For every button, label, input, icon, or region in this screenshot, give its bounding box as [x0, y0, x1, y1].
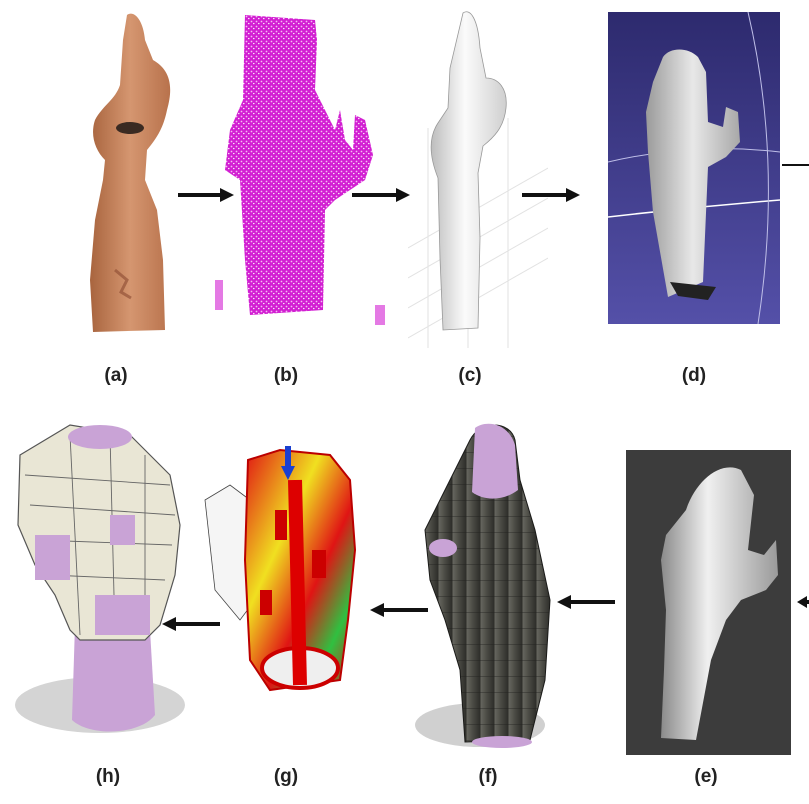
panel-b-point-cloud [215, 10, 390, 335]
arrow-e-to-f [555, 592, 617, 612]
panel-e-smooth-render [626, 450, 791, 755]
label-g: (g) [256, 766, 316, 788]
label-d: (d) [664, 365, 724, 387]
panel-d-mesh-viewer [608, 12, 780, 324]
arrow-d-continuation [782, 160, 809, 170]
label-c: (c) [440, 365, 500, 387]
panel-f-shell-model [410, 420, 580, 760]
panel-h-orthosis-assembled [10, 415, 210, 755]
panel-a-photo-forearm [75, 10, 190, 340]
label-e: (e) [676, 766, 736, 788]
arrow-c-to-d [520, 185, 582, 205]
panel-c-white-mesh [408, 8, 548, 348]
label-b: (b) [256, 365, 316, 387]
label-f: (f) [458, 766, 518, 788]
label-h: (h) [78, 766, 138, 788]
panel-g-stress-map [200, 440, 375, 705]
arrow-d-to-e-stub [793, 592, 809, 612]
arrow-b-to-c [350, 185, 412, 205]
label-a: (a) [86, 365, 146, 387]
